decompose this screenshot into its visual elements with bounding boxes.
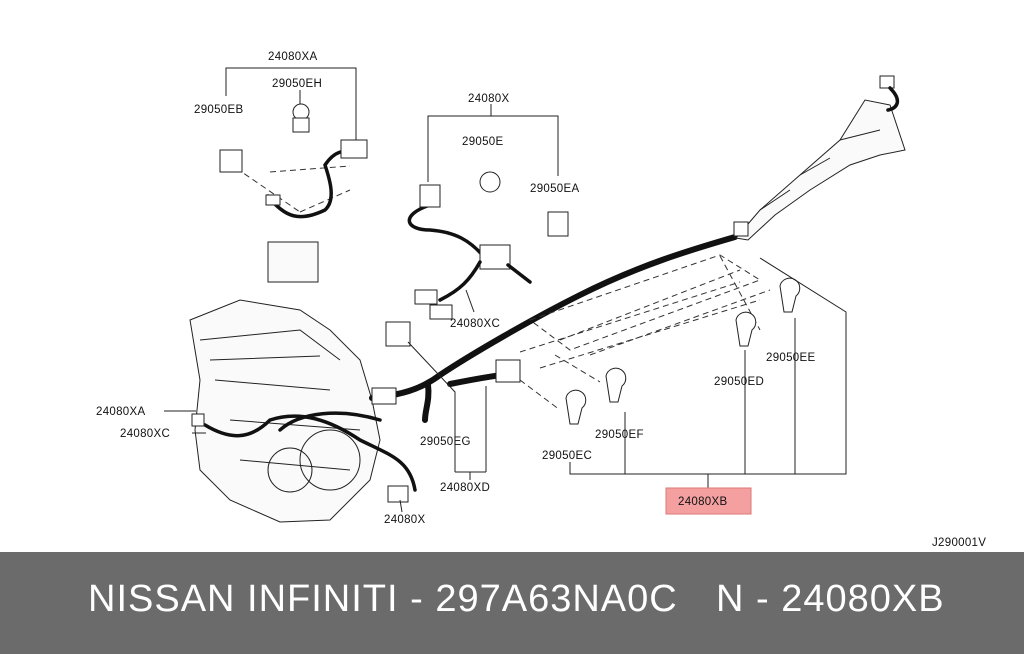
label-29050ee: 29050EE <box>766 352 815 364</box>
clip-29050eh-icon <box>292 117 310 133</box>
connector-icon <box>191 413 205 427</box>
label-29050eg: 29050EG <box>420 436 471 448</box>
connector-icon <box>371 387 397 405</box>
group-24080x-top <box>407 104 569 320</box>
label-29050ea: 29050EA <box>530 183 579 195</box>
label-29050eh: 29050EH <box>272 78 322 90</box>
connector-icon <box>265 194 281 206</box>
label-29050e: 29050E <box>462 136 503 148</box>
footer-bar: NISSAN INFINITI - 297A63NA0C N - 24080XB <box>0 552 1024 654</box>
harness-duct <box>733 75 906 241</box>
reference-code: J290001V <box>932 537 986 549</box>
clip-29050e-icon <box>479 171 501 193</box>
label-29050ed: 29050ED <box>714 376 764 388</box>
terminal-icon <box>429 304 453 320</box>
label-29050ec: 29050EC <box>542 450 592 462</box>
engine-mount-icon <box>267 241 319 283</box>
footer-reference: N - 24080XB <box>716 578 945 620</box>
clip-29050ee-icon <box>779 277 801 313</box>
label-24080xa-top: 24080XA <box>268 51 317 63</box>
clip-29050eb-icon <box>219 149 243 173</box>
label-24080xc-mid: 24080XC <box>450 318 500 330</box>
group-24080xa-top <box>219 67 368 219</box>
clamp-icon <box>733 221 749 237</box>
connector-icon <box>340 139 368 159</box>
parts-diagram: 24080XA 29050EH 29050EB 24080X 29050E 29 <box>96 51 986 549</box>
label-24080xb[interactable]: 24080XB <box>678 496 727 508</box>
label-24080xd: 24080XD <box>440 482 490 494</box>
wiring-harness-diagram: 24080XA 29050EH 29050EB 24080X 29050E 29 <box>96 51 986 549</box>
terminal-icon <box>414 289 438 305</box>
footer-part-number: NISSAN INFINITI - 297A63NA0C <box>88 578 678 620</box>
label-24080x-top: 24080X <box>468 93 509 105</box>
label-24080x-bottom: 24080X <box>384 514 425 526</box>
label-24080xc-left: 24080XC <box>120 428 170 440</box>
label-29050ef: 29050EF <box>595 429 644 441</box>
clip-29050ea-icon <box>547 211 569 237</box>
connector-icon <box>419 184 441 208</box>
grommet-icon <box>385 321 411 347</box>
clip-29050ec-icon <box>565 389 587 425</box>
engine-block <box>189 241 381 523</box>
highlight-box <box>665 487 752 515</box>
connector-icon <box>879 75 895 89</box>
label-29050eb: 29050EB <box>194 104 243 116</box>
connector-icon <box>495 359 521 383</box>
connector-icon <box>387 485 409 503</box>
clip-29050ed-icon <box>735 311 757 347</box>
clip-29050ef-icon <box>605 367 627 403</box>
label-24080xa-left: 24080XA <box>96 406 145 418</box>
connector-icon <box>479 244 511 270</box>
